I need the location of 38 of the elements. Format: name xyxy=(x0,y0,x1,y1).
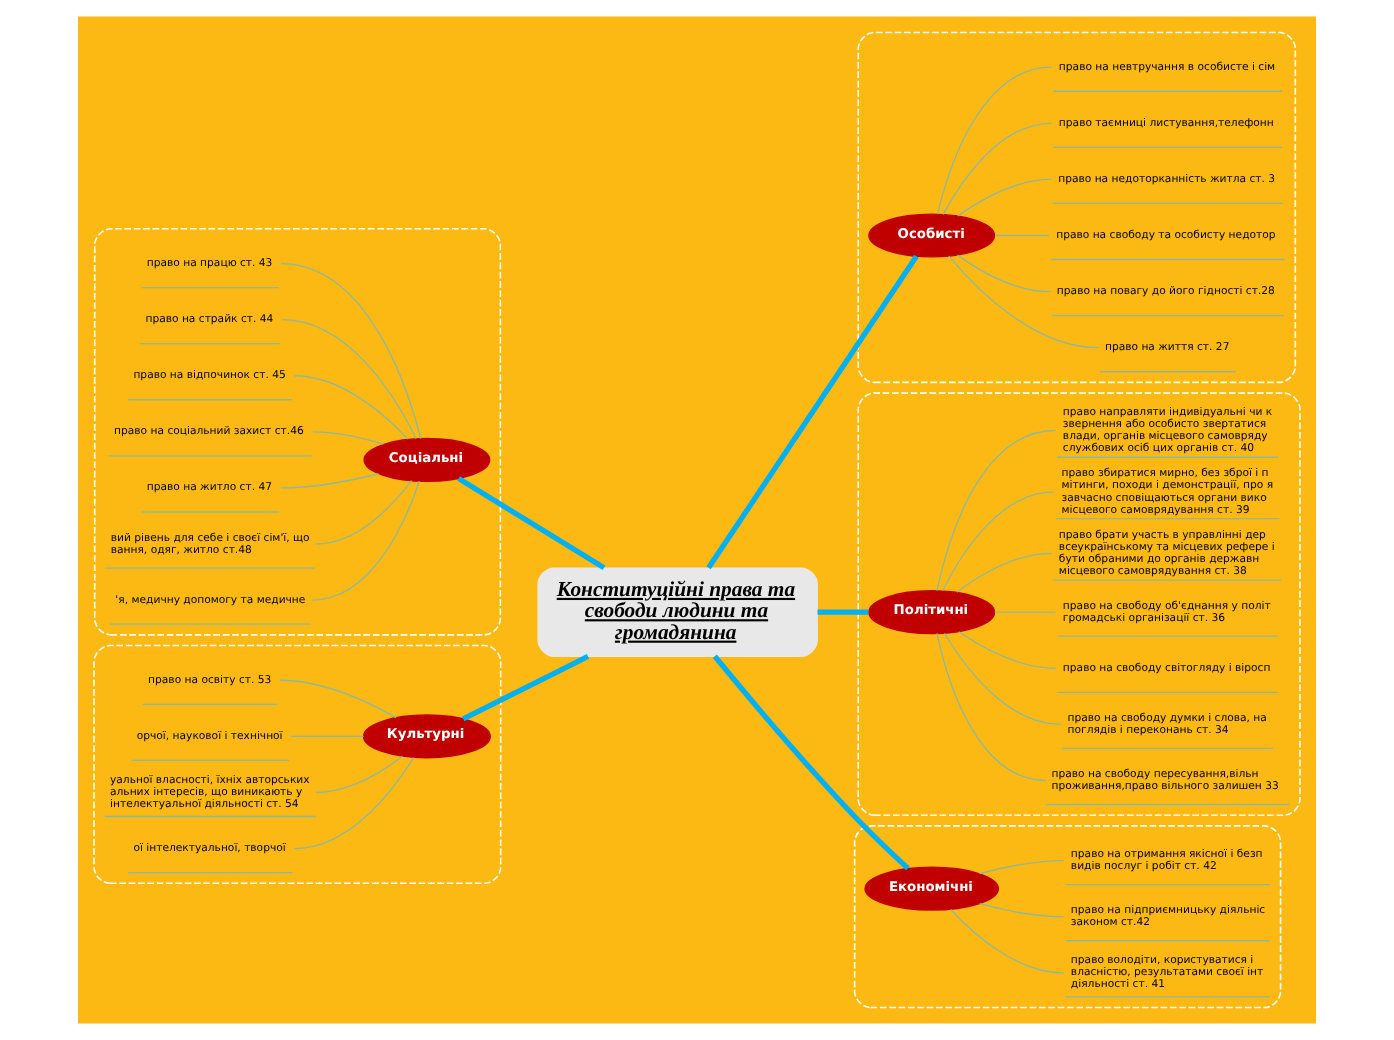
connector xyxy=(936,632,1047,782)
connector xyxy=(289,735,365,738)
cluster xyxy=(93,644,502,885)
connector xyxy=(943,632,1062,726)
connector xyxy=(941,491,1055,592)
connector xyxy=(280,262,422,440)
connector xyxy=(281,318,417,440)
connector xyxy=(956,254,1051,293)
connector xyxy=(315,755,404,794)
connector xyxy=(817,609,869,615)
node-box: Конституційні права та свободи людини та громадянина xyxy=(537,567,818,657)
connector xyxy=(712,654,910,871)
connector xyxy=(979,859,1065,875)
connector xyxy=(279,679,397,719)
connector xyxy=(280,473,380,489)
cluster xyxy=(93,228,502,636)
cluster xyxy=(853,825,1282,1009)
connector xyxy=(958,631,1057,669)
connector xyxy=(979,903,1065,918)
connector xyxy=(994,611,1057,613)
connector xyxy=(457,476,606,571)
connector xyxy=(311,480,420,601)
connector xyxy=(293,756,415,850)
connector xyxy=(936,66,1053,215)
cluster xyxy=(857,31,1297,384)
connector xyxy=(956,552,1053,593)
connector xyxy=(949,908,1065,974)
connector xyxy=(994,234,1050,237)
connector xyxy=(462,654,590,722)
connector xyxy=(936,429,1057,592)
connector xyxy=(706,254,919,570)
cluster xyxy=(857,392,1301,816)
connector xyxy=(942,122,1053,216)
connector xyxy=(293,375,409,440)
connector xyxy=(315,480,413,545)
connector xyxy=(957,178,1053,217)
connector xyxy=(312,431,385,445)
connector xyxy=(948,255,1099,349)
